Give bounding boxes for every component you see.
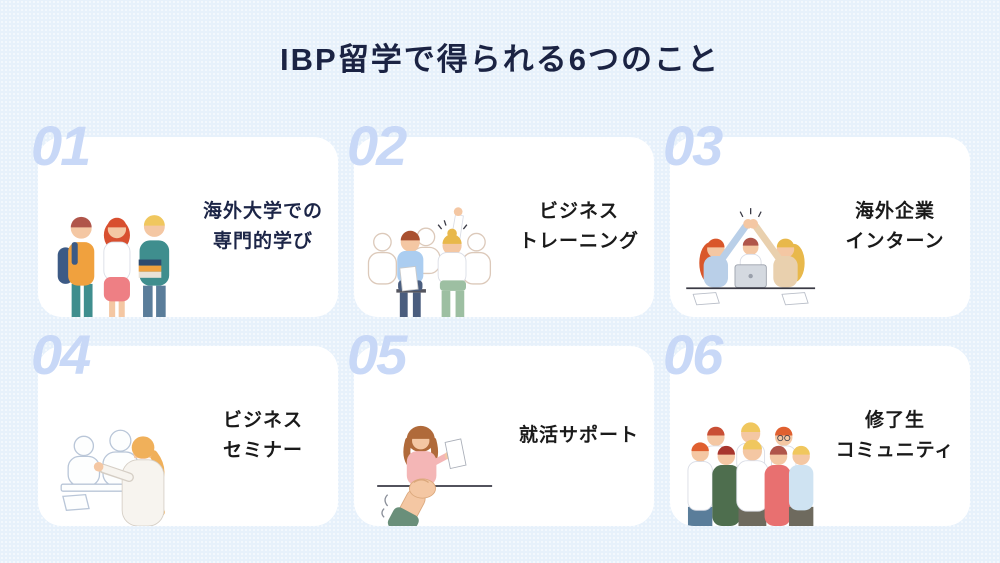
card: 海外企業 インターン	[670, 137, 970, 317]
card-label-line: ビジネス	[538, 200, 619, 222]
handshake-support-illustration	[354, 346, 516, 526]
card-label: 就活サポート	[516, 421, 654, 451]
card-label-line: 海外大学での	[202, 200, 323, 222]
seminar-presentation-illustration	[38, 346, 200, 526]
card-label: ビジネス セミナー	[200, 406, 338, 467]
card-label: ビジネス トレーニング	[516, 197, 654, 258]
card-label-line: ビジネス	[222, 409, 303, 431]
card-label-line: コミュニティ	[835, 440, 955, 461]
card-04: 04	[31, 327, 338, 526]
card-02: 02	[347, 118, 654, 317]
card: ビジネス トレーニング	[354, 137, 654, 317]
card-label-line: 修了生	[864, 409, 925, 431]
alumni-group-illustration	[670, 346, 832, 526]
card: 海外大学での 専門的学び	[38, 137, 338, 317]
three-students-illustration	[38, 137, 200, 317]
card-label-line: インターン	[845, 231, 945, 252]
card-label: 海外大学での 専門的学び	[200, 197, 338, 258]
card-06: 06	[663, 327, 970, 526]
card-label-line: トレーニング	[518, 231, 639, 252]
card: 修了生 コミュニティ	[670, 346, 970, 526]
card-03: 03	[663, 118, 970, 317]
team-high-five-illustration	[670, 137, 832, 317]
card: 就活サポート	[354, 346, 654, 526]
card-01: 01	[31, 118, 338, 317]
card-label-line: セミナー	[222, 440, 303, 461]
card-label: 修了生 コミュニティ	[832, 406, 970, 467]
cards-grid: 01	[31, 118, 970, 526]
card-label-line: 専門的学び	[212, 231, 313, 252]
card-label-line: 海外企業	[854, 200, 935, 222]
card-label: 海外企業 インターン	[832, 197, 970, 258]
page-title: IBP留学で得られる6つのこと	[280, 42, 720, 77]
card: ビジネス セミナー	[38, 346, 338, 526]
card-label-line: 就活サポート	[518, 424, 639, 446]
card-05: 05	[347, 327, 654, 526]
raise-hand-training-illustration	[354, 137, 516, 317]
